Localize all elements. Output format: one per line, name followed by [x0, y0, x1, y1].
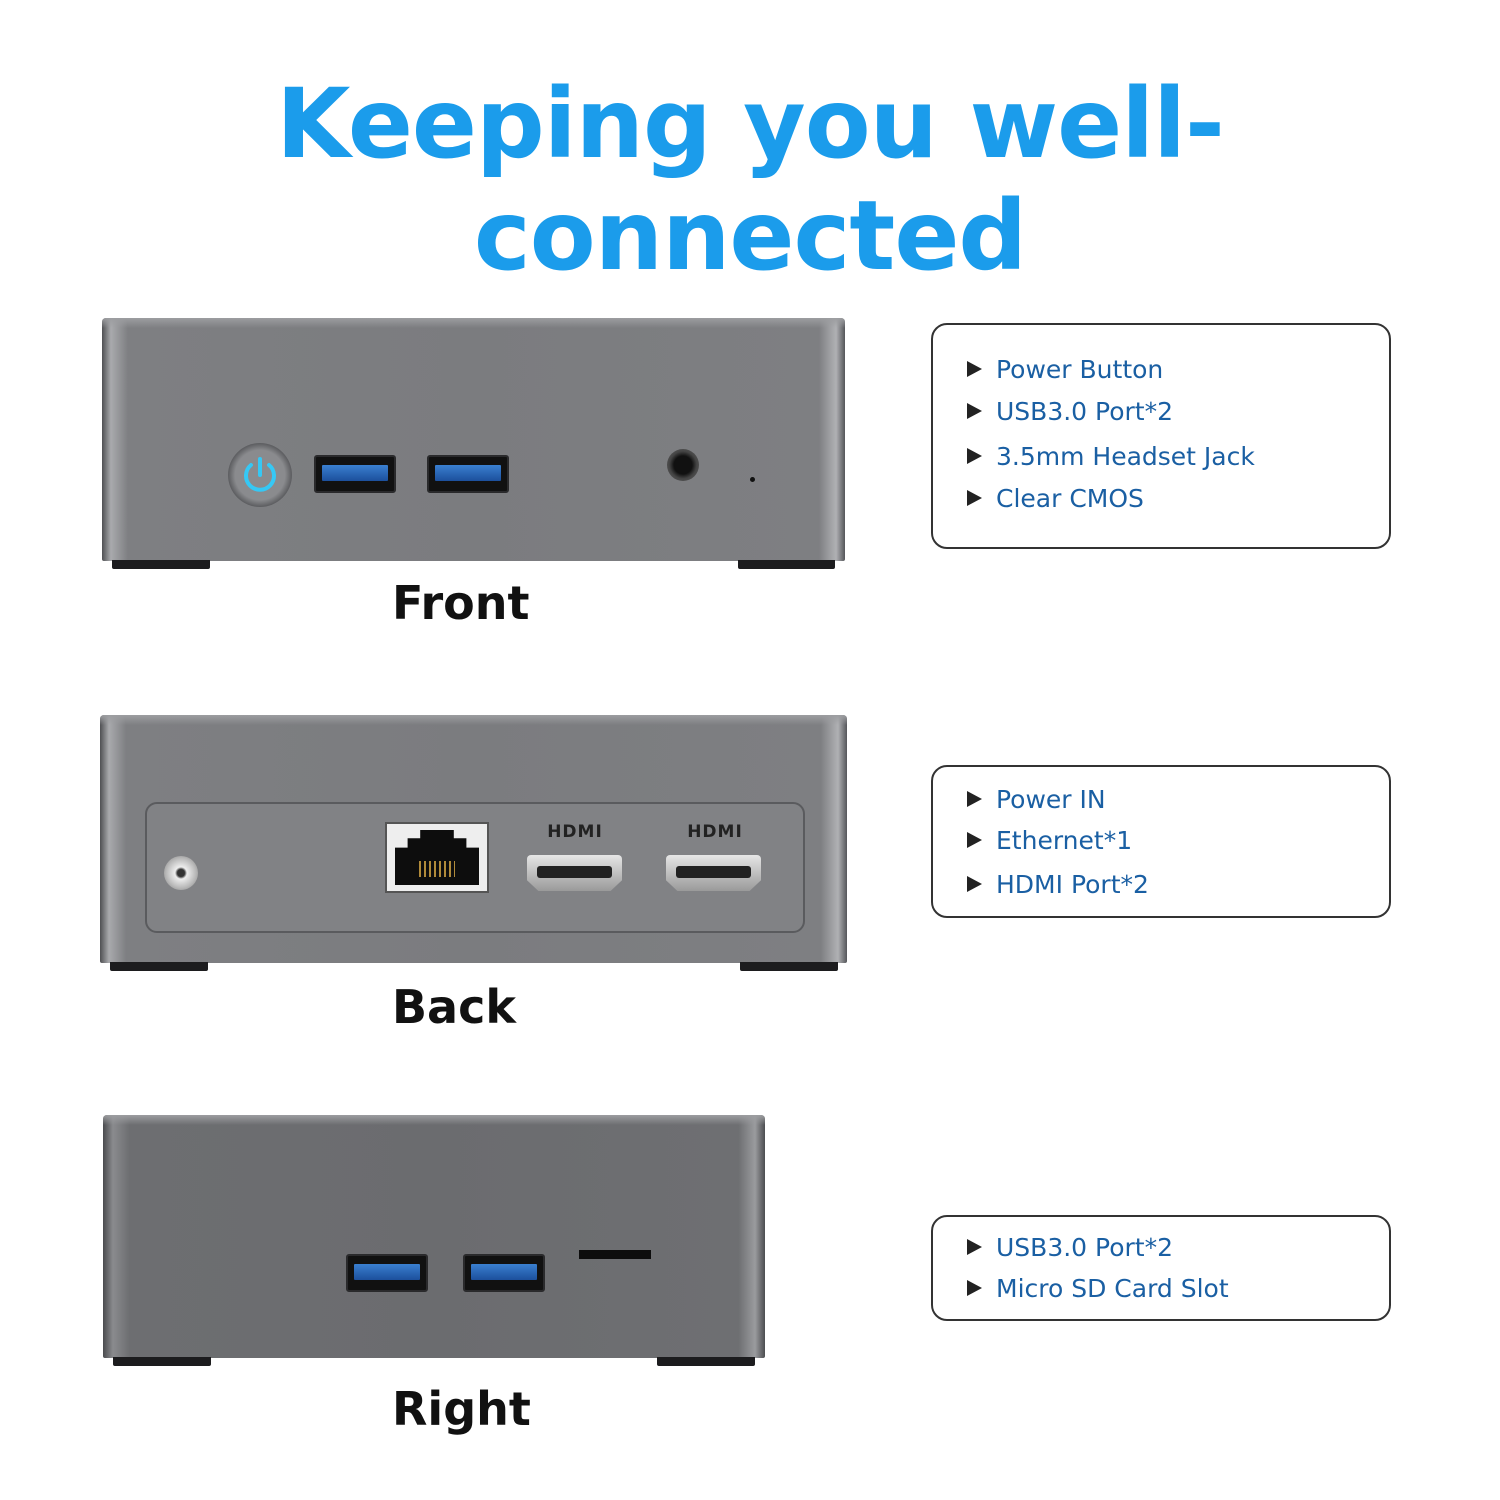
foot — [738, 560, 835, 569]
foot — [740, 962, 838, 971]
feature-text: Power IN — [996, 785, 1106, 814]
feature-item: 3.5mm Headset Jack — [967, 442, 1255, 471]
usb-port — [346, 1254, 428, 1292]
hdmi-port — [527, 855, 622, 891]
feature-item: USB3.0 Port*2 — [967, 397, 1173, 426]
hdmi-logo: HDMI — [547, 822, 603, 842]
triangle-right-icon — [967, 403, 982, 419]
view-label-right: Right — [392, 1382, 531, 1436]
view-label-front: Front — [392, 576, 530, 630]
feature-item: Power IN — [967, 785, 1106, 814]
feature-text: 3.5mm Headset Jack — [996, 442, 1255, 471]
usb-port — [427, 455, 509, 493]
foot — [112, 560, 210, 569]
device-front — [102, 318, 845, 561]
foot — [110, 962, 208, 971]
triangle-right-icon — [967, 791, 982, 807]
triangle-right-icon — [967, 1280, 982, 1296]
feature-text: USB3.0 Port*2 — [996, 397, 1173, 426]
triangle-right-icon — [967, 876, 982, 892]
ethernet-port — [385, 822, 489, 893]
usb-port — [314, 455, 396, 493]
feature-text: USB3.0 Port*2 — [996, 1233, 1173, 1262]
foot — [657, 1357, 755, 1366]
triangle-right-icon — [967, 1239, 982, 1255]
hdmi-port — [666, 855, 761, 891]
clear-cmos-hole — [750, 477, 755, 482]
feature-item: USB3.0 Port*2 — [967, 1233, 1173, 1262]
feature-item: Micro SD Card Slot — [967, 1274, 1229, 1303]
foot — [113, 1357, 211, 1366]
power-icon — [228, 443, 292, 507]
feature-item: HDMI Port*2 — [967, 870, 1149, 899]
feature-item: Power Button — [967, 355, 1163, 384]
headset-jack — [667, 449, 699, 481]
feature-text: HDMI Port*2 — [996, 870, 1149, 899]
hdmi-logo: HDMI — [687, 822, 743, 842]
device-right — [103, 1115, 765, 1358]
feature-box-back: Power IN Ethernet*1 HDMI Port*2 — [931, 765, 1391, 918]
feature-text: Power Button — [996, 355, 1164, 384]
feature-box-front: Power Button USB3.0 Port*2 3.5mm Headset… — [931, 323, 1391, 549]
triangle-right-icon — [967, 361, 982, 377]
feature-item: Clear CMOS — [967, 484, 1144, 513]
feature-text: Ethernet*1 — [996, 826, 1133, 855]
feature-item: Ethernet*1 — [967, 826, 1132, 855]
usb-port — [463, 1254, 545, 1292]
dc-power-jack — [164, 856, 198, 890]
feature-box-right: USB3.0 Port*2 Micro SD Card Slot — [931, 1215, 1391, 1321]
page-title: Keeping you well-connected — [276, 68, 1225, 292]
feature-text: Clear CMOS — [996, 484, 1144, 513]
micro-sd-slot — [579, 1250, 651, 1259]
triangle-right-icon — [967, 490, 982, 506]
triangle-right-icon — [967, 448, 982, 464]
triangle-right-icon — [967, 832, 982, 848]
view-label-back: Back — [392, 980, 516, 1034]
feature-text: Micro SD Card Slot — [996, 1274, 1229, 1303]
